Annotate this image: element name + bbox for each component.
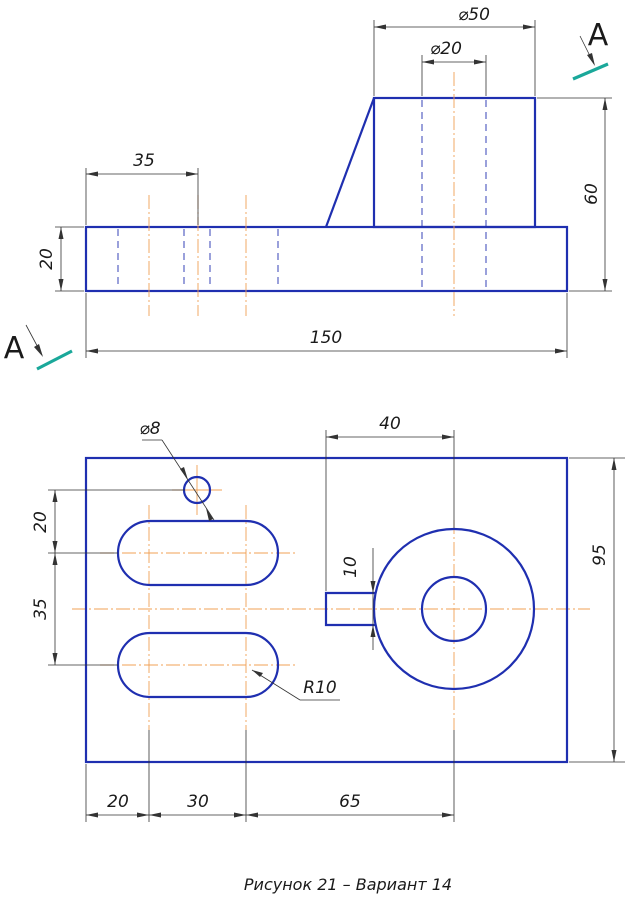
top-view: ⌀8 40 20 35 10 [31,414,625,822]
hidden-lines-front [117,100,487,289]
axes-front [148,72,455,316]
dim-label-d20: ⌀20 [430,39,462,59]
dim-label-65-bottom: 65 [339,792,361,812]
dimension-d8: ⌀8 [139,419,215,521]
dimension-20-height: 20 [37,226,84,292]
dimension-bottom-chain: 20 30 65 [85,730,455,822]
front-view: ⌀50 ⌀20 35 20 [4,5,612,371]
dim-label-20-height: 20 [37,248,57,270]
dim-label-d8: ⌀8 [139,419,160,439]
dimension-40: 40 [325,414,455,591]
dimension-d50: ⌀50 [373,5,536,96]
dim-label-d50: ⌀50 [458,5,490,25]
dimension-60: 60 [537,97,612,292]
section-letter-top: А [588,18,609,53]
dimension-r10: R10 [251,669,340,701]
rib-edge [324,97,376,228]
boss-front [372,96,537,229]
rib-top [324,591,375,627]
dim-label-20-vertical: 20 [31,511,51,533]
dim-label-60: 60 [582,183,602,205]
axes-top [72,465,590,730]
dim-label-35-vertical: 35 [31,598,51,620]
base-plate-front [84,225,569,293]
dimension-d20: ⌀20 [421,39,487,96]
dim-label-40: 40 [379,414,401,434]
dimension-20-35-chain: 20 35 [31,489,185,666]
figure-caption: Рисунок 21 – Вариант 14 [244,875,452,894]
boss-inner-circle [420,575,488,643]
dim-label-30-bottom: 30 [187,792,209,812]
dim-label-10: 10 [341,556,361,578]
dimension-10: 10 [341,548,376,650]
section-mark-bottom: А [4,324,73,371]
section-mark-top: А [572,18,609,81]
dim-label-35: 35 [133,151,155,171]
boss-outer-circle [372,527,536,691]
section-letter-bottom: А [4,331,25,366]
dim-label-150: 150 [310,328,342,348]
base-plate-top [84,456,569,764]
dimension-35: 35 [85,151,199,225]
dimension-150: 150 [85,293,568,358]
dim-label-95: 95 [590,544,610,566]
dim-label-20-bottom: 20 [107,792,129,812]
dim-label-r10: R10 [303,678,336,698]
dimension-95: 95 [569,457,625,763]
